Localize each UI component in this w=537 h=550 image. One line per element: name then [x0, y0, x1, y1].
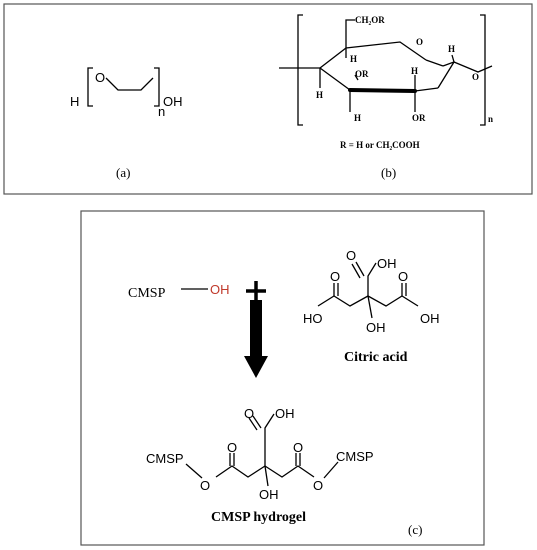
cmsp-oh: OH: [210, 282, 230, 297]
peg-h: H: [70, 94, 79, 109]
cmc-h-top-right: H: [448, 44, 455, 54]
acid-co-top: [351, 261, 365, 279]
peg-o: O: [95, 70, 105, 85]
cmc-or-left: OR: [355, 69, 369, 79]
cmc-ring-bottom: [348, 88, 417, 93]
acid-oh-right: OH: [420, 311, 440, 326]
gel-ester-left-bond: [185, 463, 203, 479]
caption-c: (c): [408, 522, 422, 537]
gel-co-right: [295, 453, 301, 466]
peg-chain: [105, 77, 154, 91]
acid-o-right: O: [398, 269, 408, 284]
acid-left-chain: [317, 295, 369, 307]
gel-o-left-carbonyl: O: [227, 440, 237, 455]
cmc-ring-o: O: [416, 37, 423, 47]
gel-right-chain: [264, 465, 315, 478]
gel-cooh-top: [264, 413, 275, 466]
peg-structure: H O n OH (a): [70, 67, 183, 180]
cmc-ring-top: [319, 41, 427, 69]
peg-bracket-left: [87, 67, 93, 107]
cmc-h-left: H: [316, 90, 323, 100]
gel-oh-top: OH: [275, 406, 295, 421]
gel-cmsp-right: CMSP: [336, 449, 374, 464]
cmc-ring-o-bond: [425, 59, 444, 67]
cmc-bracket-left: [297, 14, 303, 126]
gel-co-top: [248, 415, 262, 431]
cmc-ring-right-down: [437, 61, 455, 89]
cmc-h-bottom: H: [354, 113, 361, 123]
gel-o-left-ester: O: [200, 478, 210, 493]
peg-oh: OH: [163, 94, 183, 109]
cmc-ring-bottom-right: [414, 87, 439, 92]
gel-o-top: O: [244, 406, 254, 421]
cmc-o-link: O: [472, 72, 479, 82]
cmc-ch2or-bond: [345, 19, 355, 48]
peg-n: n: [158, 104, 165, 119]
hydrogel-structure: OH O O O O CMSP O CMSP OH CMSP hydrogel: [146, 406, 374, 525]
cmc-n: n: [488, 114, 493, 124]
gel-ester-right-bond: [323, 461, 339, 479]
plus-sign: [246, 281, 266, 301]
cmc-structure: n CH₂OR O H H OR H H H OR O R = H or CH₂…: [279, 14, 493, 180]
citric-acid-structure: OH O O O HO OH OH Citric acid: [303, 248, 440, 365]
cmc-bracket-right: [480, 14, 486, 126]
peg-bracket-right: [154, 67, 160, 107]
acid-o-left: O: [330, 269, 340, 284]
acid-o-top: O: [346, 248, 356, 263]
acid-oh-center-bond: [367, 295, 373, 319]
cmc-h-mid: H: [411, 66, 418, 76]
gel-o-right-carbonyl: O: [293, 440, 303, 455]
gel-o-right-ester: O: [313, 478, 323, 493]
acid-ho-left: HO: [303, 311, 323, 326]
cmc-or-left-bond: [354, 74, 359, 81]
gel-co-left: [229, 453, 235, 466]
bottom-frame: [80, 210, 485, 546]
gel-cmsp-left: CMSP: [146, 451, 184, 466]
acid-oh-top: OH: [377, 256, 397, 271]
acid-oh-center: OH: [366, 320, 386, 335]
cmsp-label: CMSP: [128, 286, 166, 301]
caption-b: (b): [381, 165, 396, 180]
reaction-arrow: [244, 300, 268, 378]
gel-oh-center-bond: [264, 465, 269, 487]
acid-right-chain: [367, 295, 419, 307]
caption-a: (a): [116, 165, 130, 180]
gel-oh-center: OH: [259, 487, 279, 502]
cmc-or-bottom: OR: [412, 113, 426, 123]
acid-cooh-top: [367, 262, 377, 296]
cmc-link-right: [453, 61, 493, 73]
acid-co-right: [401, 283, 407, 296]
hydrogel-name: CMSP hydrogel: [211, 510, 306, 525]
acid-co-left: [333, 283, 339, 296]
gel-left-chain: [215, 465, 266, 478]
cmc-h-top: H: [350, 54, 357, 64]
cmc-r-definition: R = H or CH₂COOH: [340, 140, 420, 150]
cmc-ch2or: CH₂OR: [355, 15, 385, 25]
top-frame: [3, 3, 533, 195]
cmc-ring-left-down: [319, 67, 351, 91]
citric-acid-name: Citric acid: [344, 350, 408, 365]
